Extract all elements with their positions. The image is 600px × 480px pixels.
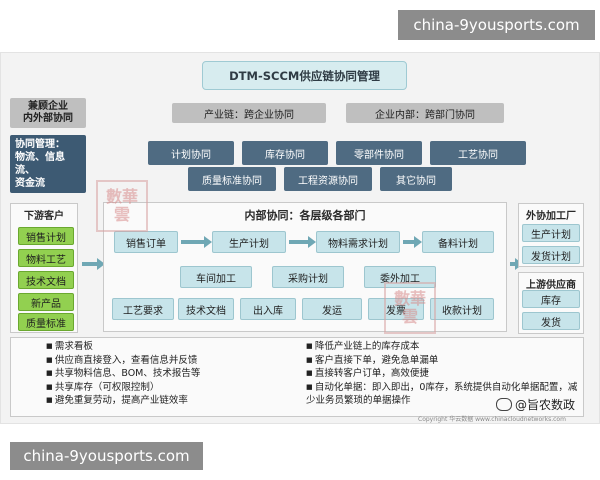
inbound-outbound: 出入库	[240, 298, 296, 320]
benefit-left-item: 共享物料信息、BOM、技术报告等	[46, 367, 296, 381]
benefit-right-item: 客户直接下单，避免急单漏单	[306, 354, 582, 368]
technical-documents: 技术文档	[178, 298, 234, 320]
upstream-shipping: 发货	[522, 312, 580, 330]
upstream-header: 上游供应商	[526, 280, 576, 291]
flow-mrp: 物料需求计划	[316, 231, 400, 253]
benefit-left-item: 需求看板	[46, 340, 296, 354]
scope-internal: 企业内部：跨部门协同	[346, 103, 504, 123]
benefits-right-list: 降低产业链上的库存成本 客户直接下单，避免急单漏单 直接转客户订单，高效便捷 自…	[306, 340, 582, 408]
downstream-item-material-process: 物料工艺	[18, 249, 74, 267]
diagram-title: DTM-SCCM供应链协同管理	[202, 61, 407, 90]
collab-label: 协同管理： 物流、信息流、 资金流	[10, 135, 86, 193]
arrow-flow-3	[403, 236, 422, 248]
copyright-text: Copyright 华云数据 www.chinacloudnetworks.co…	[418, 416, 566, 423]
workshop-processing: 车间加工	[180, 266, 252, 288]
downstream-item-new-product: 新产品	[18, 293, 74, 311]
collab-inventory: 库存协同	[242, 141, 328, 165]
benefit-left-item: 共享库存（可权限控制）	[46, 381, 296, 395]
scope-label: 兼顾企业 内外部协同	[10, 98, 86, 128]
collab-engineering: 工程资源协同	[284, 167, 372, 191]
arrow-flow-1	[181, 236, 212, 248]
seal-stamp-right: 數華雲	[384, 282, 436, 334]
seal-stamp-left: 數華雲	[96, 180, 148, 232]
flow-production-plan: 生产计划	[212, 231, 286, 253]
watermark-top: china-9yousports.com	[398, 10, 595, 40]
arrow-downstream-to-internal	[82, 258, 105, 270]
collection-plan: 收款计划	[430, 298, 494, 320]
shipping: 发运	[302, 298, 362, 320]
invoice: 发票	[368, 298, 424, 320]
outsource-header: 外协加工厂	[526, 211, 576, 222]
flow-sales-order: 销售订单	[114, 231, 178, 253]
downstream-item-tech-docs: 技术文档	[18, 271, 74, 289]
arrow-internal-to-suppliers	[510, 258, 523, 270]
collab-quality: 质量标准协同	[188, 167, 276, 191]
collab-process: 工艺协同	[430, 141, 526, 165]
process-requirements: 工艺要求	[112, 298, 174, 320]
downstream-item-quality-std: 质量标准	[18, 313, 74, 331]
outsource-shipping-plan: 发货计划	[522, 246, 580, 264]
benefit-right-item: 直接转客户订单，高效便捷	[306, 367, 582, 381]
scope-external: 产业链：跨企业协同	[172, 103, 326, 123]
benefit-right-item: 降低产业链上的库存成本	[306, 340, 582, 354]
benefit-right-item: 自动化单据：即入即出，0库存，系统提供自动化单据配置，减少业务员繁琐的单据操作	[306, 381, 582, 408]
outsource-production-plan: 生产计划	[522, 224, 580, 242]
benefit-left-item: 避免重复劳动，提高产业链效率	[46, 394, 296, 408]
purchase-plan: 采购计划	[272, 266, 344, 288]
arrow-flow-2	[289, 236, 316, 248]
benefit-left-item: 供应商直接登入，查看信息并反馈	[46, 354, 296, 368]
upstream-inventory: 库存	[522, 290, 580, 308]
wechat-tag-text: @旨农数政	[515, 398, 576, 412]
downstream-item-sales-plan: 销售计划	[18, 227, 74, 245]
downstream-panel: 下游客户	[10, 203, 78, 333]
wechat-icon	[496, 398, 512, 411]
internal-header: 内部协同：各层级各部门	[244, 209, 366, 222]
collab-parts: 零部件协同	[336, 141, 422, 165]
benefits-left-list: 需求看板 供应商直接登入，查看信息并反馈 共享物料信息、BOM、技术报告等 共享…	[46, 340, 296, 408]
collab-other: 其它协同	[380, 167, 452, 191]
flow-material-prep: 备料计划	[422, 231, 494, 253]
watermark-bottom: china-9yousports.com	[10, 442, 203, 470]
collab-plan: 计划协同	[148, 141, 234, 165]
downstream-header: 下游客户	[24, 211, 64, 222]
wechat-tag: @旨农数政	[496, 396, 575, 413]
